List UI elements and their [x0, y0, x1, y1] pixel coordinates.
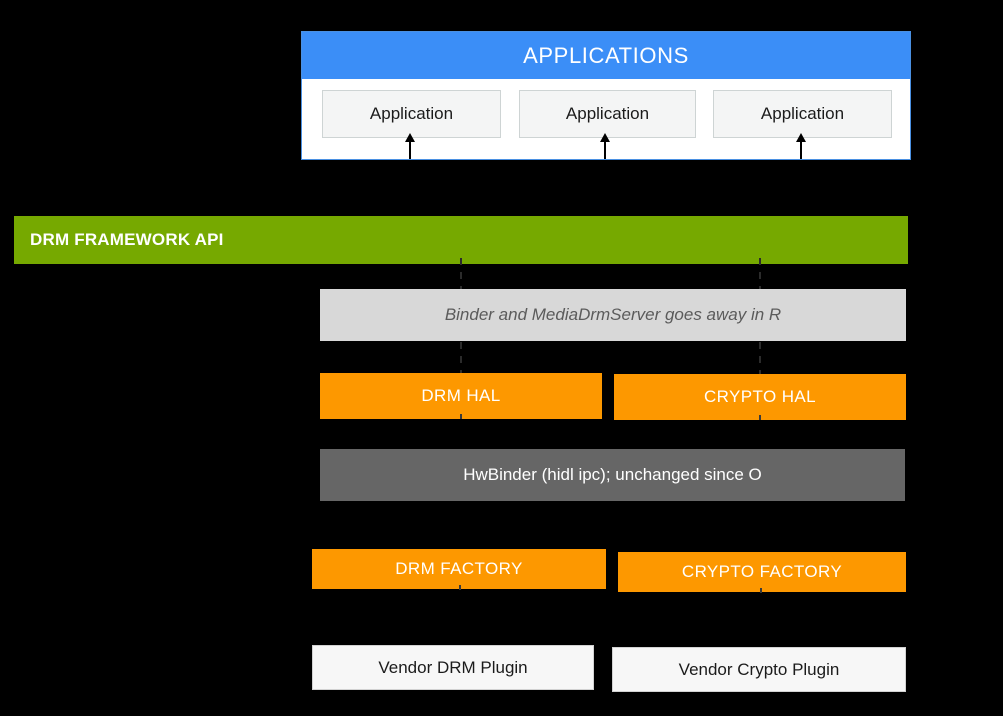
connector-stub-3 [459, 585, 461, 590]
vendor-crypto-plugin-box[interactable]: Vendor Crypto Plugin [612, 647, 906, 692]
connector-stub-4 [760, 588, 762, 593]
arrow-up-icon-1 [707, 165, 717, 191]
application-box-3[interactable]: Application [713, 90, 892, 138]
binder-note-box: Binder and MediaDrmServer goes away in R [320, 289, 906, 341]
application-box-2[interactable]: Application [519, 90, 696, 138]
connector-arrow-up-2 [600, 133, 610, 159]
binder-note-label: Binder and MediaDrmServer goes away in R [444, 305, 782, 324]
vendor-drm-plugin-box[interactable]: Vendor DRM Plugin [312, 645, 594, 690]
drm-framework-api-bar: DRM FRAMEWORK API [14, 216, 908, 264]
applications-panel: APPLICATIONS Application Application App… [301, 31, 912, 191]
application-box-1[interactable]: Application [322, 90, 501, 138]
arrow-up-icon-2 [902, 165, 912, 191]
connector-arrow-up-3 [796, 133, 806, 159]
hwbinder-bar: HwBinder (hidl ipc); unchanged since O [320, 449, 905, 501]
connector-arrow-up-1 [405, 133, 415, 159]
crypto-hal-box[interactable]: CRYPTO HAL [614, 374, 906, 420]
connector-stub-1 [460, 414, 462, 419]
applications-header: APPLICATIONS [302, 32, 910, 79]
drm-hal-box[interactable]: DRM HAL [320, 373, 602, 419]
connector-stub-2 [759, 415, 761, 420]
drm-framework-api-label: DRM FRAMEWORK API [30, 230, 224, 249]
drm-factory-box[interactable]: DRM FACTORY [312, 549, 606, 589]
applications-box-row: Application Application Application [302, 79, 910, 161]
crypto-factory-box[interactable]: CRYPTO FACTORY [618, 552, 906, 592]
